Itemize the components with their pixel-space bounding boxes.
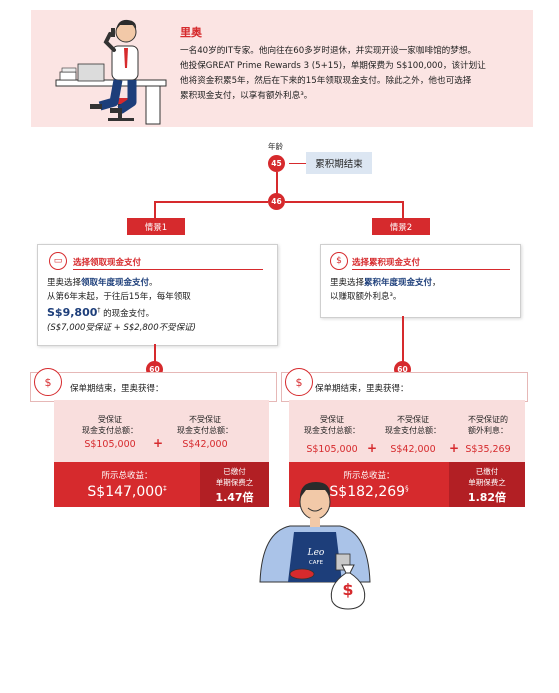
multiple-value-right: 1.82倍 <box>467 491 507 504</box>
profile-line: 他将资金积累5年，然后在下来的15年领取现金支付。除此之外，他也可选择 <box>180 76 472 86</box>
age-label: 年龄 <box>268 142 283 151</box>
multiple-label-right: 已缴付 单期保费之 <box>468 467 506 487</box>
scenario-1-line3: S$9,800† 的现金支付。 <box>47 304 272 321</box>
scenario-2-card <box>320 244 521 318</box>
money-bag-icon: $ <box>34 368 62 396</box>
profile-line: 累积现金支付，以享有额外利息³。 <box>180 91 313 101</box>
text: 。 <box>149 278 158 288</box>
text: 的现金支付。 <box>100 308 155 319</box>
total-label-right: 所示总收益： <box>343 471 395 481</box>
profile-description: 一名40岁的IT专家。他向往在60多岁时退休，并实现开设一家咖啡馆的梦想。 他投… <box>180 44 520 104</box>
maturity-text-left: 保单期结束，里奥获得： <box>70 384 164 394</box>
scenario-1-title: 选择领取现金支付 <box>73 258 142 268</box>
scenario-1-body: 里奥选择领取年度现金支付。 从第6年末起，于往后15年，每年领取 S$9,800… <box>47 276 272 335</box>
text: ， <box>432 278 441 288</box>
wallet-icon: ▭ <box>49 252 67 270</box>
connector-line <box>402 316 404 363</box>
total-value-left: S$147,000‡ <box>54 484 200 500</box>
barista-illustration <box>259 482 371 583</box>
profile-name: 里奥 <box>180 26 202 39</box>
text: 里奥选择 <box>47 278 82 288</box>
accumulation-end-label: 累积期结束 <box>306 152 372 174</box>
age-start-badge: 45 <box>268 155 285 172</box>
apron-logo-line2: CAFE <box>308 560 324 566</box>
apron-logo-line1: Leo <box>307 548 325 558</box>
scenario-1-card <box>37 244 278 346</box>
footnote-mark: † <box>97 307 101 314</box>
multiple-band-right <box>449 462 525 507</box>
total-amount: S$147,000 <box>87 484 164 500</box>
tab-scenario-1: 情景1 <box>127 218 185 235</box>
total-amount: S$182,269 <box>329 484 406 500</box>
scenario-2-body: 里奥选择累积年度现金支付， 以赚取额外利息³。 <box>330 276 515 304</box>
multiple-label-left: 已缴付 单期保费之 <box>215 467 254 487</box>
branch-drop-left <box>154 201 156 219</box>
connector-line <box>154 344 156 364</box>
timeline-line <box>276 172 278 194</box>
maturity-header-left <box>30 372 277 402</box>
payout-summary-left <box>54 400 269 462</box>
annual-payout-amount: S$9,800 <box>47 305 98 319</box>
footnote-mark: ‡ <box>163 484 167 493</box>
maturity-text-right: 保单期结束，里奥获得： <box>315 384 409 394</box>
money-bag-icon: $ <box>285 368 313 396</box>
highlight-text: 累积年度现金支付 <box>364 278 433 288</box>
text: 里奥选择 <box>330 278 365 288</box>
non-guaranteed-label: 不受保证 现金支付总额： <box>385 415 441 435</box>
payout-summary-right <box>289 400 525 462</box>
scenario-2-line1: 里奥选择累积年度现金支付， <box>330 276 515 290</box>
branch-line-left <box>154 201 268 203</box>
non-guaranteed-label: 不受保证 现金支付总额： <box>177 415 233 435</box>
total-label-left: 所示总收益： <box>101 471 153 481</box>
plus-sign: + <box>367 441 378 455</box>
plus-sign: + <box>153 436 164 450</box>
plus-sign: + <box>449 441 460 455</box>
scenario-1-line1: 里奥选择领取年度现金支付。 <box>47 276 272 290</box>
title-underline <box>73 269 263 270</box>
guaranteed-label: 受保证 现金支付总额： <box>82 415 138 435</box>
multiple-value-left: 1.47倍 <box>215 491 254 504</box>
multiple-band-left <box>200 462 269 507</box>
title-underline <box>352 269 510 270</box>
maturity-header-right <box>281 372 528 402</box>
money-jar-icon: $ <box>330 252 348 270</box>
tab-scenario-2: 情景2 <box>372 218 430 235</box>
guaranteed-value: S$105,000 <box>84 439 136 450</box>
footnote-mark: § <box>405 484 409 493</box>
non-guaranteed-value: S$42,000 <box>390 444 436 455</box>
scenario-1-line4: (S$7,000受保证 + S$2,800不受保证) <box>47 322 196 333</box>
profile-line: 一名40岁的IT专家。他向往在60多岁时退休，并实现开设一家咖啡馆的梦想。 <box>180 46 477 56</box>
connector-line <box>289 163 307 164</box>
money-bag-illustration <box>330 564 366 610</box>
man-at-desk-illustration <box>55 19 167 125</box>
highlight-text: 领取年度现金支付 <box>81 278 150 288</box>
extra-interest-value: S$35,269 <box>465 444 511 455</box>
profile-line: 他投保GREAT Prime Rewards 3 (5+15)，单期保费为 S$… <box>180 61 486 71</box>
scenario-2-title: 选择累积现金支付 <box>352 258 421 268</box>
age-payout-badge: 46 <box>268 193 285 210</box>
guaranteed-value: S$105,000 <box>306 444 358 455</box>
extra-interest-label: 不受保证的 额外利息： <box>468 415 508 435</box>
scenario-2-line2: 以赚取额外利息³。 <box>330 292 402 302</box>
branch-line-right <box>285 201 403 203</box>
total-value-right: S$182,269§ <box>289 484 449 500</box>
total-band-left <box>54 462 200 507</box>
guaranteed-label: 受保证 现金支付总额： <box>304 415 360 435</box>
scenario-1-line2: 从第6年末起，于往后15年，每年领取 <box>47 292 191 302</box>
branch-drop-right <box>402 201 404 219</box>
non-guaranteed-value: S$42,000 <box>182 439 228 450</box>
dollar-sign: $ <box>342 580 354 599</box>
